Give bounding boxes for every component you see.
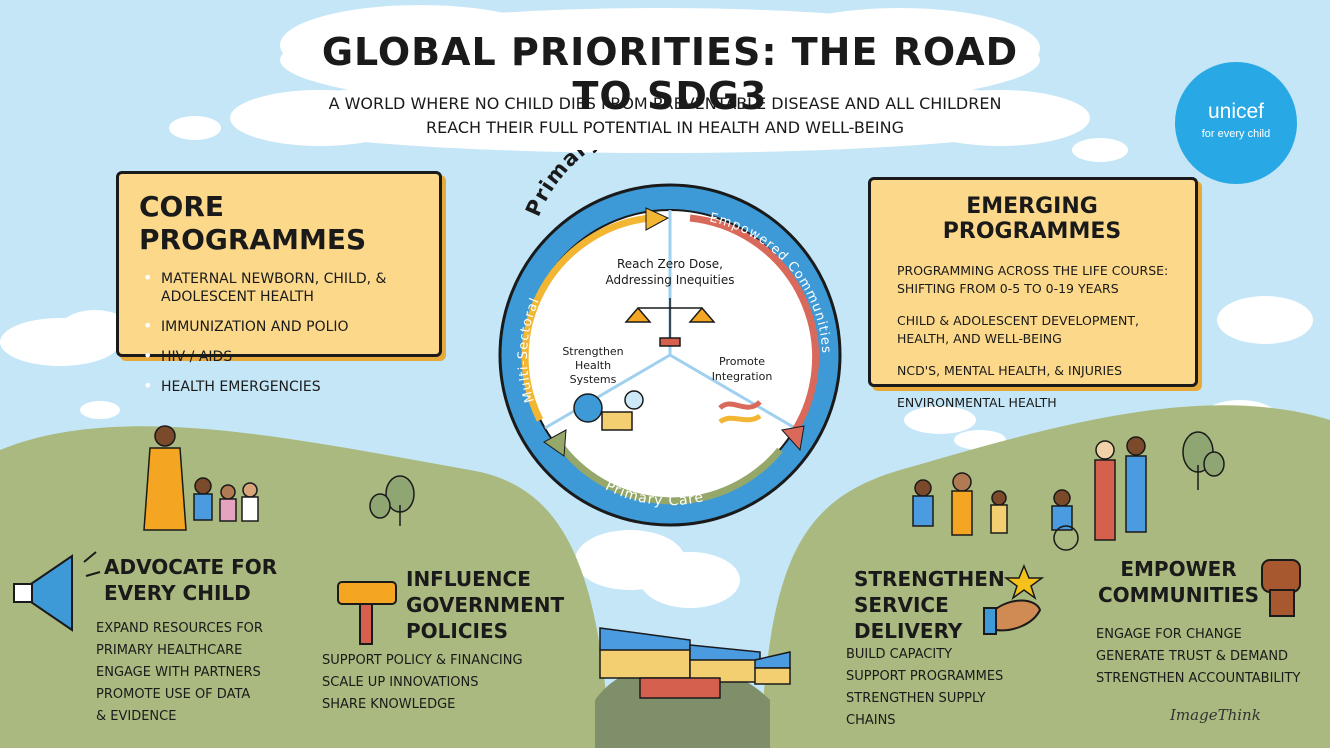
empower-bullets: Engage for Change Generate Trust & Deman… [1096,624,1300,690]
illustrator-credit: ImageThink [1170,706,1261,724]
list-item: & Evidence [96,709,177,724]
list-item: Engage with Partners [96,665,261,680]
service-title-line-3: Delivery [854,619,963,643]
logo-wordmark: unicef [1207,100,1265,123]
service-bullets: Build Capacity Support Programmes Streng… [846,644,1003,732]
segment-left-label-3: Systems [570,373,617,386]
divider-line [544,353,671,430]
list-item: Chains [846,713,896,728]
red-arrow [689,214,820,437]
list-item: Strengthen Supply [846,691,986,706]
list-item: Primary Healthcare [96,643,243,658]
list-item: Immunization and Polio [139,317,439,336]
segment-top-label-2: Addressing Inequities [606,273,735,287]
list-item: Strengthen Accountability [1096,671,1301,686]
raised-fist-icon [1261,559,1301,617]
subtitle-line-2: Reach Their Full Potential in Health and… [425,118,904,137]
list-item: Support Policy & Financing [322,653,523,668]
red-arrowhead [781,425,805,452]
green-arrowhead [543,429,567,457]
gavel-icon [337,581,397,645]
list-item: Programming across the life course: shif… [897,263,1169,296]
advocate-title-line-2: Every Child [104,581,251,605]
advocate-title-line-1: Advocate for [104,555,278,579]
right-hill [760,405,1330,748]
advocate-title: Advocate for Every Child [104,554,277,606]
segment-left-label-1: Strengthen [562,345,623,358]
core-programmes-panel: Core Programmes Maternal Newborn, Child,… [116,171,442,395]
service-title-line-1: Strengthen [854,567,1005,591]
influence-title: Influence Government Policies [406,566,564,644]
emerging-programmes-heading: Emerging Programmes [942,194,1122,244]
empower-title-line-1: Empower [1120,557,1237,581]
green-arrow [555,439,783,505]
primary-health-care-wheel: Primary Health Care Multi-Sectoral Empow… [498,150,842,527]
influence-title-line-3: Policies [406,619,509,643]
list-item: Support Programmes [846,669,1004,684]
influence-title-line-1: Influence [406,567,531,591]
segment-right-label-2: Integration [712,370,773,383]
title-cloud [230,5,1090,153]
family-figures-left [143,425,259,531]
list-item: Generate Trust & Demand [1096,649,1289,664]
emerging-programmes-panel: Emerging Programmes Programming across t… [868,177,1198,410]
small-clouds [0,116,1313,608]
megaphone-icon [13,551,101,632]
star-icon [1003,564,1045,600]
subtitle-line-1: A World Where No Child Dies From Prevent… [328,94,1002,113]
list-item: Maternal Newborn, Child, & Adolescent He… [139,269,411,306]
empower-title: Empower Communities [1098,556,1259,608]
yellow-arrowhead [645,207,670,231]
page-subtitle: A World Where No Child Dies From Prevent… [250,92,1080,140]
emerging-programmes-list: Programming across the life course: shif… [887,262,1195,412]
service-title-line-2: Service [854,593,949,617]
clinic-building [599,627,791,699]
segment-top-label-1: Reach Zero Dose, [617,257,723,271]
influence-title-line-2: Government [406,593,565,617]
list-item: Environmental Health [897,395,1057,410]
health-systems-icon [573,390,644,431]
list-item: Promote use of Data [96,687,251,702]
segment-left-label-2: Health [575,359,611,372]
segment-right-label-1: Promote [719,355,765,368]
service-title: Strengthen Service Delivery [854,566,1005,644]
influence-bullets: Support Policy & Financing Scale up Inno… [322,650,523,716]
list-item: Build Capacity [846,647,953,662]
scales-icon [624,298,716,347]
list-item: Child & Adolescent Development, Health, … [897,313,1140,346]
core-programmes-list: Maternal Newborn, Child, & Adolescent He… [139,269,439,396]
integration-arrows-icon [718,400,762,425]
family-figures-right [912,436,1147,551]
list-item: Health Emergencies [139,377,439,396]
yellow-arrow [521,214,651,422]
list-item: Expand Resources for [96,621,263,636]
empower-title-line-2: Communities [1098,583,1260,607]
divider-line [669,353,796,430]
unicef-logo: unicef for every child [1175,62,1297,184]
logo-tagline: for every child [1201,128,1271,140]
valley [595,662,770,748]
advocate-bullets: Expand Resources for Primary Healthcare … [96,618,263,728]
list-item: Scale up Innovations [322,675,479,690]
open-hand-icon [983,599,1042,635]
trees [369,431,1225,526]
list-item: NCD's, Mental Health, & Injuries [897,363,1123,378]
list-item: HIV / AIDS [139,347,439,366]
list-item: Share Knowledge [322,697,456,712]
list-item: Engage for Change [1096,627,1242,642]
page-title: Global Priorities: The Road to SDG3 [321,30,1019,118]
core-programmes-heading: Core Programmes [139,190,367,256]
